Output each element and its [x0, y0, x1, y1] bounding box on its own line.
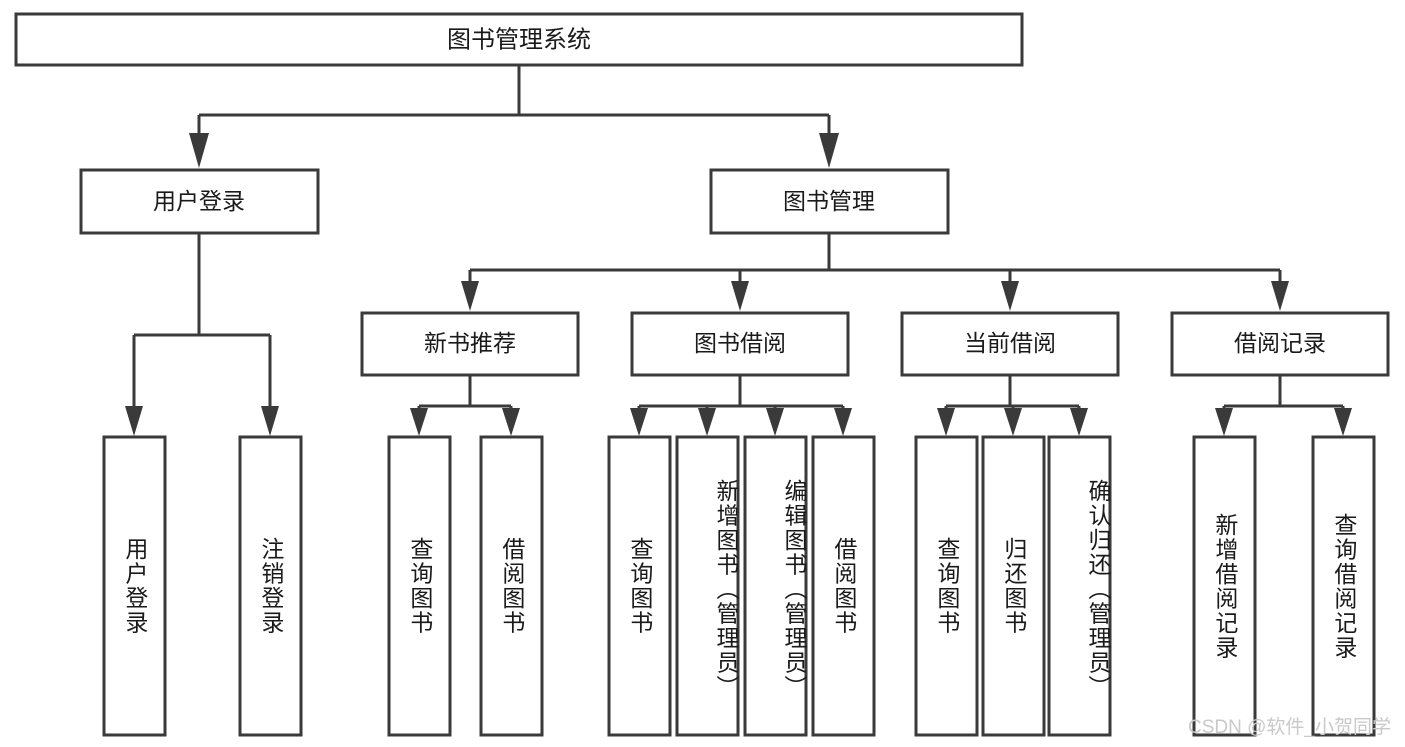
node-box [1311, 435, 1376, 737]
leaf-label-new-book-2: 借阅图书 [498, 537, 525, 635]
node-user-login[interactable]: 用户登录 [79, 168, 320, 235]
node-box [900, 311, 1120, 377]
arrow-head-icon [502, 408, 520, 436]
leaf-node-current-borrow-2[interactable] [981, 435, 1046, 737]
leaf-label-borrow-record-2: 查询借阅记录 [1330, 512, 1357, 660]
leaf-node-new-book-2[interactable] [479, 435, 544, 737]
node-box [102, 435, 167, 737]
node-box [743, 435, 808, 737]
node-label: 用户登录 [153, 188, 245, 214]
leaf-node-book-borrow-4[interactable] [811, 435, 876, 737]
node-box [238, 435, 303, 737]
leaf-label-current-borrow-3: 确认归还（管理员） [1085, 478, 1111, 700]
node-current-borrow[interactable]: 当前借阅 [900, 311, 1120, 377]
arrow-head-icon [1070, 408, 1088, 436]
leaf-node-book-borrow-3[interactable] [743, 435, 808, 737]
leaf-label-current-borrow-2: 归还图书 [1000, 537, 1027, 635]
leaf-node-current-borrow-3[interactable] [1047, 435, 1112, 737]
connector-borrowrecord-to-leaves [1215, 375, 1352, 436]
arrow-head-icon [1001, 281, 1019, 311]
node-box [981, 435, 1046, 737]
leaf-label-book-borrow-4: 借阅图书 [830, 537, 857, 635]
node-box [607, 435, 672, 737]
connector-bookmanage-to-level3 [461, 233, 1289, 311]
node-label: 借阅记录 [1234, 330, 1326, 356]
node-box [360, 311, 580, 377]
node-new-book-recommend[interactable]: 新书推荐 [360, 311, 580, 377]
node-box [675, 435, 740, 737]
node-borrow-record[interactable]: 借阅记录 [1170, 311, 1390, 377]
node-root-book-management-system[interactable]: 图书管理系统 [14, 12, 1024, 67]
arrow-head-icon [819, 133, 839, 168]
node-box [1047, 435, 1112, 737]
arrow-head-icon [731, 281, 749, 311]
arrow-head-icon [261, 406, 279, 436]
arrow-head-icon [766, 408, 784, 436]
leaf-node-borrow-record-2[interactable] [1311, 435, 1376, 737]
arrow-head-icon [834, 408, 852, 436]
arrow-head-icon [1334, 408, 1352, 436]
watermark-text: CSDN @软件_小贺同学 [1188, 717, 1391, 738]
leaf-node-book-borrow-1[interactable] [607, 435, 672, 737]
node-box [709, 168, 950, 235]
leaf-label-book-borrow-2: 新增图书（管理员） [713, 478, 739, 700]
leaf-node-book-borrow-2[interactable] [675, 435, 740, 737]
arrow-head-icon [630, 408, 648, 436]
leaf-node-new-book-1[interactable] [387, 435, 452, 737]
leaf-node-current-borrow-1[interactable] [914, 435, 979, 737]
node-box [1192, 435, 1257, 737]
arrow-head-icon [461, 281, 479, 311]
node-label: 图书借阅 [694, 330, 786, 356]
leaf-node-borrow-record-1[interactable] [1192, 435, 1257, 737]
connector-userlogin-to-leaves [125, 233, 279, 436]
leaf-label-current-borrow-1: 查询图书 [933, 537, 960, 635]
node-box [630, 311, 850, 377]
node-box [479, 435, 544, 737]
arrow-head-icon [937, 408, 955, 436]
leaf-label-user-login-1: 用户登录 [121, 537, 148, 635]
node-book-borrow[interactable]: 图书借阅 [630, 311, 850, 377]
node-label: 图书管理系统 [447, 26, 591, 53]
arrow-head-icon [1271, 281, 1289, 311]
leaf-label-book-borrow-3: 编辑图书（管理员） [781, 478, 807, 700]
node-box [1170, 311, 1390, 377]
leaf-label-book-borrow-1: 查询图书 [626, 537, 653, 635]
node-box [387, 435, 452, 737]
arrow-head-icon [125, 406, 143, 436]
node-box [914, 435, 979, 737]
connector-currentborrow-to-leaves [937, 375, 1088, 436]
arrow-head-icon [410, 408, 428, 436]
node-label: 新书推荐 [424, 330, 516, 356]
connector-newbook-to-leaves [410, 375, 520, 436]
leaf-label-borrow-record-1: 新增借阅记录 [1211, 512, 1238, 660]
arrow-head-icon [698, 408, 716, 436]
node-box [79, 168, 320, 235]
leaf-label-new-book-1: 查询图书 [406, 537, 433, 635]
node-label: 图书管理 [783, 188, 875, 214]
node-box [811, 435, 876, 737]
leaf-node-user-login-1[interactable] [102, 435, 167, 737]
node-label: 当前借阅 [964, 330, 1056, 356]
leaf-node-user-login-2[interactable] [238, 435, 303, 737]
connector-bookborrow-to-leaves [630, 375, 852, 436]
arrow-head-icon [1004, 408, 1022, 436]
node-box [14, 12, 1024, 67]
leaf-label-user-login-2: 注销登录 [257, 537, 284, 635]
node-book-management[interactable]: 图书管理 [709, 168, 950, 235]
arrow-head-icon [189, 133, 209, 168]
connector-root-to-level2 [189, 65, 839, 168]
arrow-head-icon [1215, 408, 1233, 436]
